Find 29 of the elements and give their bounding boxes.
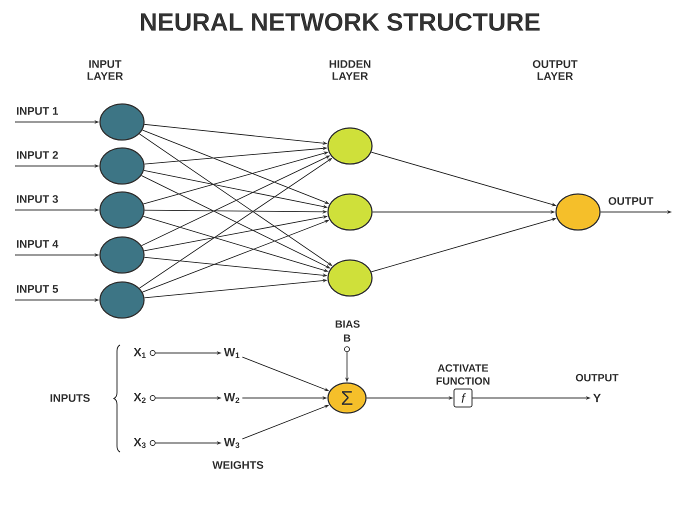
group-label: WEIGHTS: [212, 461, 264, 469]
function-box: f: [454, 388, 472, 408]
edge-label: OUTPUT: [608, 197, 654, 205]
node-caption: ACTIVATE FUNCTION: [436, 364, 490, 385]
group-label: INPUTS: [50, 394, 90, 402]
weight-symbol: W$_{1}$: [224, 348, 240, 358]
hidden-neuron: [327, 259, 373, 297]
edge-label: INPUT 3: [16, 195, 58, 203]
title: NEURAL NETWORK STRUCTURE: [141, 13, 540, 31]
input-neuron: [99, 147, 145, 185]
input-neuron: [99, 103, 145, 141]
edge-label: INPUT 4: [16, 240, 58, 248]
output-neuron: [555, 193, 601, 231]
weight-symbol: W$_{2}$: [224, 392, 240, 404]
input-neuron: [99, 191, 145, 229]
bias-label: BIAS B: [336, 320, 360, 352]
edge-label: INPUT 1: [16, 107, 58, 115]
input-neuron: [99, 281, 145, 319]
layer-heading: OUTPUT LAYER: [532, 60, 578, 80]
output-symbol: Y: [593, 394, 601, 402]
weight-symbol: W$_{3}$: [224, 438, 240, 448]
layer-heading: HIDDEN LAYER: [330, 60, 370, 80]
layer-heading: INPUT LAYER: [88, 60, 123, 80]
edge-label: INPUT 2: [16, 151, 58, 159]
input-neuron: [99, 236, 145, 274]
hidden-neuron: [327, 193, 373, 231]
edge-label: INPUT 5: [16, 285, 58, 293]
node-caption: OUTPUT: [576, 374, 618, 382]
hidden-neuron: [327, 127, 373, 165]
